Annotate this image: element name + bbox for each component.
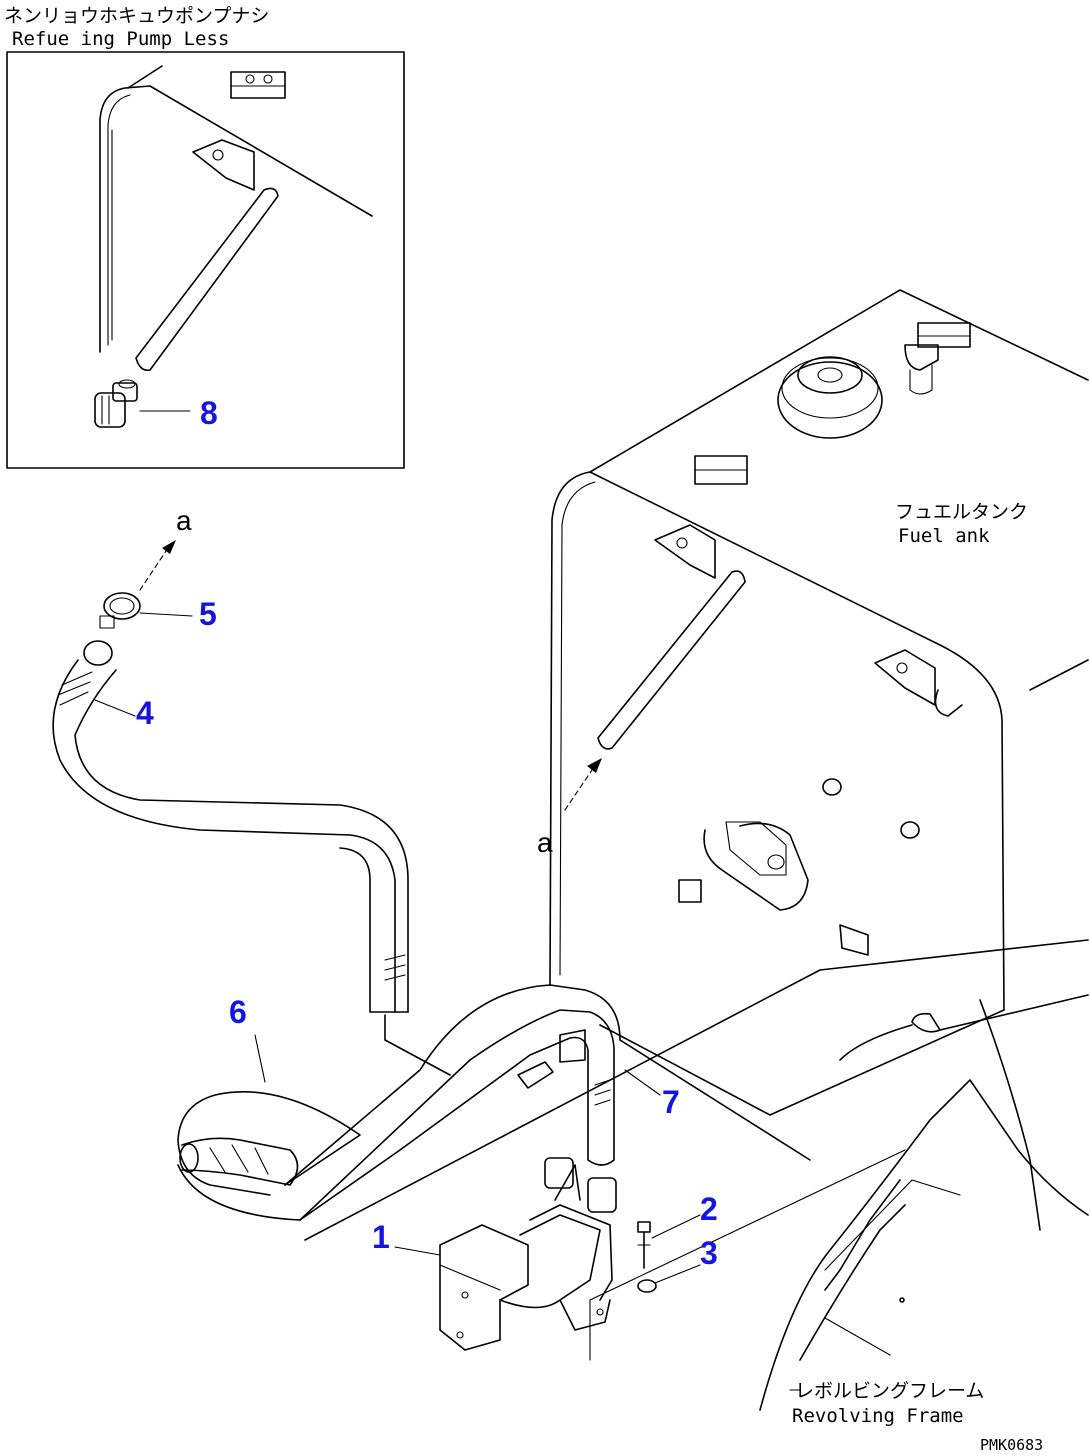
fuel-tank (549, 289, 1089, 1161)
part-number-5: 5 (199, 596, 217, 632)
part-number-4: 4 (136, 695, 154, 731)
washer-part-3 (637, 1279, 657, 1293)
fuel-tank-label-en: Fuel ank (898, 525, 990, 547)
inset-detail (6, 51, 405, 469)
part-number-6: 6 (229, 994, 247, 1030)
revolving-frame (304, 939, 1089, 1411)
part-number-1: 1 (372, 1219, 390, 1255)
part-number-7: 7 (662, 1084, 680, 1120)
clip (517, 1029, 586, 1089)
inset-title-jp: ネンリョウホキュウポンプナシ (4, 5, 269, 27)
clamp-part-5 (99, 592, 141, 629)
part-number-3: 3 (700, 1235, 718, 1271)
part-number-2: 2 (700, 1191, 718, 1227)
view-a-mid: a (537, 827, 553, 858)
hose-part-6 (177, 984, 621, 1221)
pump-part-1 (439, 1157, 617, 1351)
view-a-top: a (176, 505, 192, 536)
drawing-code: PMK0683 (980, 1436, 1043, 1454)
hose-part-4 (52, 640, 451, 1076)
inset-title-en: Refue ing Pump Less (12, 28, 229, 50)
leader-lines (94, 540, 801, 1391)
part-number-8: 8 (200, 395, 218, 431)
fitting-part-8 (94, 379, 138, 428)
frame-label-jp: レボルビングフレーム (795, 1380, 984, 1402)
frame-label-en: Revolving Frame (792, 1405, 964, 1427)
fuel-tank-label-jp: フュエルタンク (895, 501, 1028, 523)
bolt-part-2 (637, 1221, 651, 1269)
